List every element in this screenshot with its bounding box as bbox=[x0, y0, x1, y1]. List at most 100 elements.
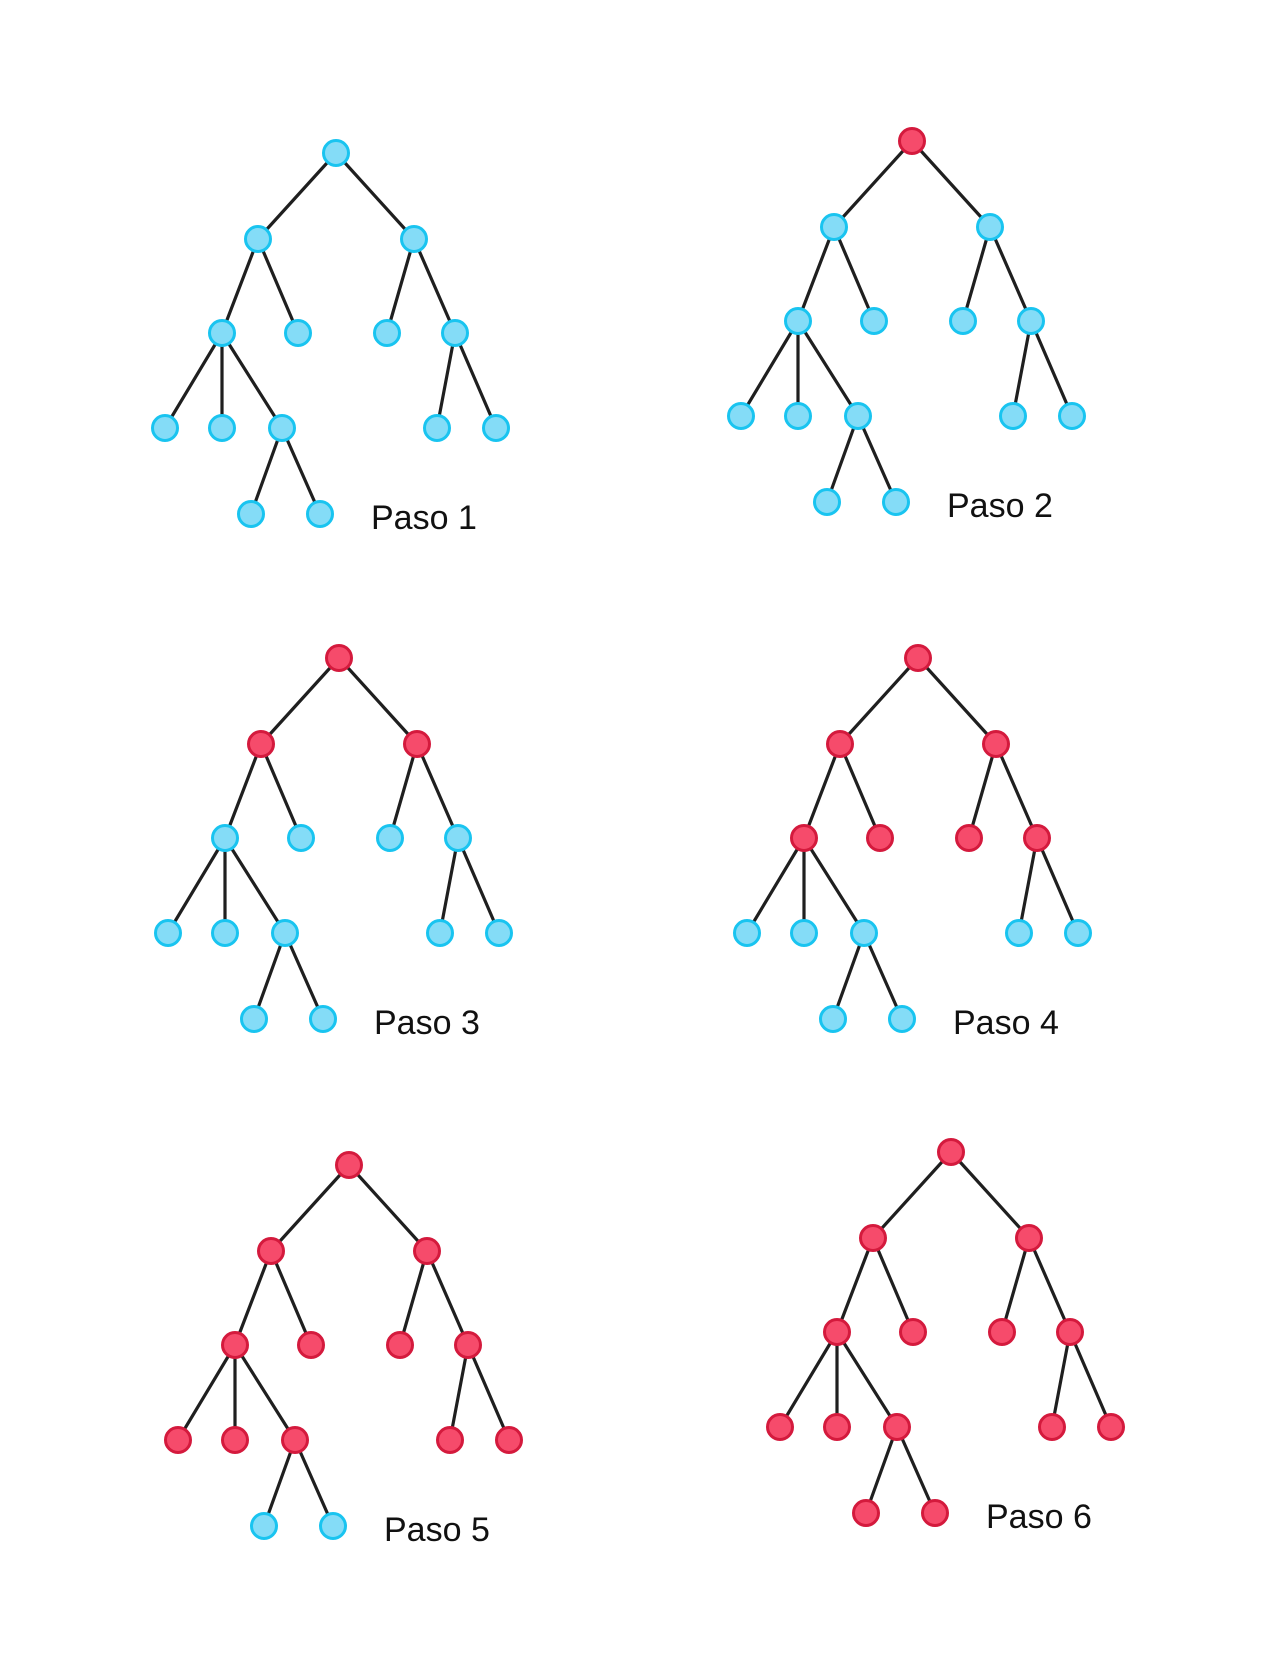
node-a-visited bbox=[859, 1224, 887, 1252]
node-a2-unvisited bbox=[860, 307, 888, 335]
edge-a-a2 bbox=[256, 237, 300, 335]
node-b2-unvisited bbox=[441, 319, 469, 347]
edge-b-b1 bbox=[388, 742, 419, 840]
node-a2-visited bbox=[899, 1318, 927, 1346]
edge-a1-c1 bbox=[778, 1330, 839, 1429]
edge-b2-d2 bbox=[1035, 836, 1080, 935]
edge-a1-c1 bbox=[176, 1343, 237, 1442]
edge-b2-d1 bbox=[438, 836, 460, 935]
edge-a1-c3 bbox=[233, 1343, 297, 1442]
step-panel-1: Paso 1 bbox=[151, 139, 510, 537]
step-panel-3: Paso 3 bbox=[154, 644, 513, 1042]
node-a2-unvisited bbox=[284, 319, 312, 347]
node-root-unvisited bbox=[322, 139, 350, 167]
node-a-unvisited bbox=[820, 213, 848, 241]
node-c1-visited bbox=[766, 1413, 794, 1441]
edge-a1-c1 bbox=[166, 836, 227, 935]
node-a2-visited bbox=[297, 1331, 325, 1359]
node-d1-unvisited bbox=[423, 414, 451, 442]
step-panel-5: Paso 5 bbox=[164, 1151, 523, 1549]
step-label: Paso 6 bbox=[986, 1498, 1092, 1536]
node-c3-visited bbox=[281, 1426, 309, 1454]
node-b-unvisited bbox=[400, 225, 428, 253]
edge-a-a2 bbox=[269, 1249, 313, 1347]
node-b1-visited bbox=[955, 824, 983, 852]
edge-b-b2 bbox=[994, 742, 1039, 840]
node-d1-unvisited bbox=[999, 402, 1027, 430]
node-e1-unvisited bbox=[237, 500, 265, 528]
edge-a-a2 bbox=[838, 742, 882, 840]
node-d2-visited bbox=[495, 1426, 523, 1454]
node-e2-visited bbox=[921, 1499, 949, 1527]
node-b2-unvisited bbox=[1017, 307, 1045, 335]
edge-b-b1 bbox=[961, 225, 992, 323]
step-label: Paso 2 bbox=[947, 487, 1053, 525]
node-c3-unvisited bbox=[850, 919, 878, 947]
node-a-visited bbox=[247, 730, 275, 758]
step-panel-4: Paso 4 bbox=[733, 644, 1092, 1042]
node-e2-unvisited bbox=[882, 488, 910, 516]
node-d1-visited bbox=[1038, 1413, 1066, 1441]
edge-a1-c1 bbox=[745, 836, 806, 935]
node-c3-unvisited bbox=[271, 919, 299, 947]
node-b-visited bbox=[403, 730, 431, 758]
edge-b-b1 bbox=[398, 1249, 429, 1347]
edge-a1-c1 bbox=[163, 331, 224, 430]
edge-b2-d2 bbox=[1068, 1330, 1113, 1429]
edge-b-b2 bbox=[415, 742, 460, 840]
edge-c3-e2 bbox=[280, 426, 322, 516]
node-b1-unvisited bbox=[376, 824, 404, 852]
node-a-unvisited bbox=[244, 225, 272, 253]
node-e1-visited bbox=[852, 1499, 880, 1527]
node-d1-visited bbox=[436, 1426, 464, 1454]
node-c1-unvisited bbox=[733, 919, 761, 947]
node-c1-visited bbox=[164, 1426, 192, 1454]
edge-a1-c3 bbox=[220, 331, 284, 430]
edge-b-b1 bbox=[385, 237, 416, 335]
node-c3-visited bbox=[883, 1413, 911, 1441]
node-e1-unvisited bbox=[240, 1005, 268, 1033]
node-a2-visited bbox=[866, 824, 894, 852]
edge-root-b bbox=[916, 656, 998, 746]
node-e1-unvisited bbox=[250, 1512, 278, 1540]
edge-a1-c3 bbox=[802, 836, 866, 935]
edge-b2-d2 bbox=[466, 1343, 511, 1442]
edge-root-a bbox=[838, 656, 920, 746]
node-b-visited bbox=[1015, 1224, 1043, 1252]
edge-b-b2 bbox=[988, 225, 1033, 323]
edge-b2-d1 bbox=[435, 331, 457, 430]
node-c2-unvisited bbox=[790, 919, 818, 947]
edge-c3-e1 bbox=[262, 1438, 297, 1528]
edge-a1-c3 bbox=[796, 319, 860, 418]
edge-a-a2 bbox=[871, 1236, 915, 1334]
node-c2-unvisited bbox=[784, 402, 812, 430]
edge-b2-d1 bbox=[448, 1343, 470, 1442]
node-a2-unvisited bbox=[287, 824, 315, 852]
edge-b2-d2 bbox=[456, 836, 501, 935]
node-b2-visited bbox=[454, 1331, 482, 1359]
edge-b-b2 bbox=[412, 237, 457, 335]
edge-c3-e1 bbox=[249, 426, 284, 516]
edge-a-a2 bbox=[259, 742, 303, 840]
edge-a-a1 bbox=[796, 225, 836, 323]
node-root-visited bbox=[335, 1151, 363, 1179]
edge-c3-e1 bbox=[825, 414, 860, 504]
node-a1-unvisited bbox=[208, 319, 236, 347]
node-a1-visited bbox=[790, 824, 818, 852]
node-d2-unvisited bbox=[485, 919, 513, 947]
edge-root-a bbox=[269, 1163, 351, 1253]
edge-root-b bbox=[334, 151, 416, 241]
edge-root-a bbox=[259, 656, 341, 746]
node-d2-unvisited bbox=[482, 414, 510, 442]
edge-c3-e1 bbox=[831, 931, 866, 1021]
edge-b-b2 bbox=[1027, 1236, 1072, 1334]
step-panel-2: Paso 2 bbox=[727, 127, 1086, 525]
edge-b-b1 bbox=[1000, 1236, 1031, 1334]
edge-c3-e2 bbox=[283, 931, 325, 1021]
node-c2-visited bbox=[823, 1413, 851, 1441]
edge-a-a1 bbox=[220, 237, 260, 335]
node-d2-visited bbox=[1097, 1413, 1125, 1441]
edge-a-a1 bbox=[802, 742, 842, 840]
edge-b-b2 bbox=[425, 1249, 470, 1347]
